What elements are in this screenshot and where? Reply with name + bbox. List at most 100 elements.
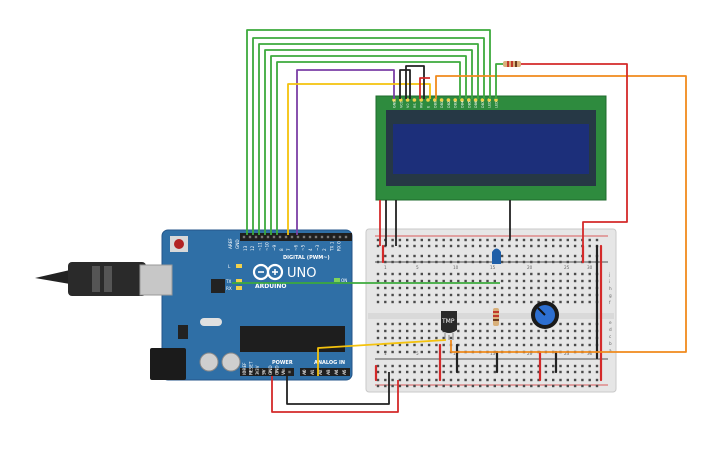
breadboard-hole[interactable] <box>566 293 569 297</box>
breadboard-hole[interactable] <box>376 244 380 248</box>
breadboard-hole[interactable] <box>552 329 555 333</box>
breadboard-hole[interactable] <box>413 279 416 283</box>
lcd-pin[interactable] <box>494 98 498 102</box>
breadboard-hole[interactable] <box>464 384 467 388</box>
breadboard-hole[interactable] <box>384 272 387 276</box>
breadboard-hole[interactable] <box>427 244 431 248</box>
breadboard-hole[interactable] <box>442 343 445 347</box>
breadboard-hole[interactable] <box>595 364 599 368</box>
header-pin[interactable] <box>254 235 258 239</box>
header-pin[interactable] <box>278 235 282 239</box>
breadboard-hole[interactable] <box>435 329 438 333</box>
breadboard-hole[interactable] <box>457 293 460 297</box>
breadboard-hole[interactable] <box>427 272 431 276</box>
breadboard-hole[interactable] <box>384 336 387 340</box>
breadboard-hole[interactable] <box>522 244 526 248</box>
breadboard-hole[interactable] <box>537 286 540 290</box>
breadboard-hole[interactable] <box>566 300 569 304</box>
breadboard-hole[interactable] <box>508 272 511 276</box>
breadboard-hole[interactable] <box>420 300 423 304</box>
breadboard-hole[interactable] <box>391 378 394 382</box>
breadboard-hole[interactable] <box>406 329 409 333</box>
breadboard-hole[interactable] <box>544 384 548 388</box>
breadboard-hole[interactable] <box>449 364 453 368</box>
breadboard-hole[interactable] <box>573 272 577 276</box>
breadboard-hole[interactable] <box>376 260 380 264</box>
breadboard-hole[interactable] <box>406 378 409 382</box>
breadboard-hole[interactable] <box>500 364 504 368</box>
breadboard-hole[interactable] <box>391 300 394 304</box>
breadboard-hole[interactable] <box>559 370 562 374</box>
breadboard-hole[interactable] <box>530 343 533 347</box>
breadboard-hole[interactable] <box>406 254 409 258</box>
breadboard-hole[interactable] <box>457 378 460 382</box>
breadboard-hole[interactable] <box>413 384 416 388</box>
breadboard-hole[interactable] <box>457 300 460 304</box>
breadboard-hole[interactable] <box>457 329 460 333</box>
breadboard-hole[interactable] <box>479 300 482 304</box>
breadboard-hole[interactable] <box>544 254 548 258</box>
breadboard-hole[interactable] <box>566 272 569 276</box>
breadboard-hole[interactable] <box>537 238 540 242</box>
breadboard-hole[interactable] <box>559 336 562 340</box>
breadboard-hole[interactable] <box>530 293 533 297</box>
breadboard-hole[interactable] <box>471 279 475 283</box>
breadboard-hole[interactable] <box>420 293 423 297</box>
breadboard-hole[interactable] <box>573 384 577 388</box>
breadboard-hole[interactable] <box>500 286 504 290</box>
breadboard-hole[interactable] <box>376 238 380 242</box>
breadboard-hole[interactable] <box>486 384 489 388</box>
breadboard-hole[interactable] <box>588 384 591 388</box>
breadboard-hole[interactable] <box>588 286 591 290</box>
breadboard-hole[interactable] <box>435 343 438 347</box>
breadboard-hole[interactable] <box>420 370 423 374</box>
breadboard-hole[interactable] <box>413 350 416 354</box>
breadboard-hole[interactable] <box>464 254 467 258</box>
breadboard-hole[interactable] <box>493 384 496 388</box>
breadboard-hole[interactable] <box>471 370 475 374</box>
breadboard-hole[interactable] <box>559 244 562 248</box>
breadboard-hole[interactable] <box>479 370 482 374</box>
breadboard-hole[interactable] <box>588 378 591 382</box>
breadboard-hole[interactable] <box>515 244 518 248</box>
breadboard-hole[interactable] <box>500 260 504 264</box>
breadboard-hole[interactable] <box>581 336 584 340</box>
breadboard-hole[interactable] <box>588 244 591 248</box>
breadboard-hole[interactable] <box>398 279 402 283</box>
breadboard-hole[interactable] <box>449 370 453 374</box>
potentiometer[interactable] <box>531 301 559 329</box>
breadboard-hole[interactable] <box>522 329 526 333</box>
breadboard-hole[interactable] <box>595 378 599 382</box>
breadboard-hole[interactable] <box>471 254 475 258</box>
breadboard-hole[interactable] <box>530 329 533 333</box>
breadboard-hole[interactable] <box>427 329 431 333</box>
header-pin[interactable] <box>302 370 306 374</box>
breadboard-hole[interactable] <box>464 286 467 290</box>
breadboard-hole[interactable] <box>544 286 548 290</box>
lcd-pin[interactable] <box>446 98 451 102</box>
breadboard-hole[interactable] <box>413 238 416 242</box>
breadboard-hole[interactable] <box>573 244 577 248</box>
breadboard-hole[interactable] <box>413 300 416 304</box>
lcd-pin[interactable] <box>439 98 444 102</box>
breadboard-hole[interactable] <box>391 343 394 347</box>
breadboard-hole[interactable] <box>530 378 533 382</box>
breadboard-hole[interactable] <box>384 350 387 354</box>
breadboard-hole[interactable] <box>406 336 409 340</box>
breadboard-hole[interactable] <box>384 329 387 333</box>
breadboard-hole[interactable] <box>566 378 569 382</box>
breadboard-hole[interactable] <box>537 272 540 276</box>
header-pin[interactable] <box>272 235 276 239</box>
breadboard-hole[interactable] <box>500 322 504 326</box>
breadboard-hole[interactable] <box>508 329 511 333</box>
breadboard-hole[interactable] <box>384 293 387 297</box>
lcd-pin[interactable] <box>426 98 430 102</box>
breadboard-hole[interactable] <box>581 279 584 283</box>
lcd-pin[interactable] <box>433 98 437 102</box>
breadboard-hole[interactable] <box>537 343 540 347</box>
breadboard-hole[interactable] <box>522 293 526 297</box>
breadboard-hole[interactable] <box>559 238 562 242</box>
breadboard-hole[interactable] <box>427 322 431 326</box>
breadboard-hole[interactable] <box>552 272 555 276</box>
breadboard-hole[interactable] <box>398 322 402 326</box>
